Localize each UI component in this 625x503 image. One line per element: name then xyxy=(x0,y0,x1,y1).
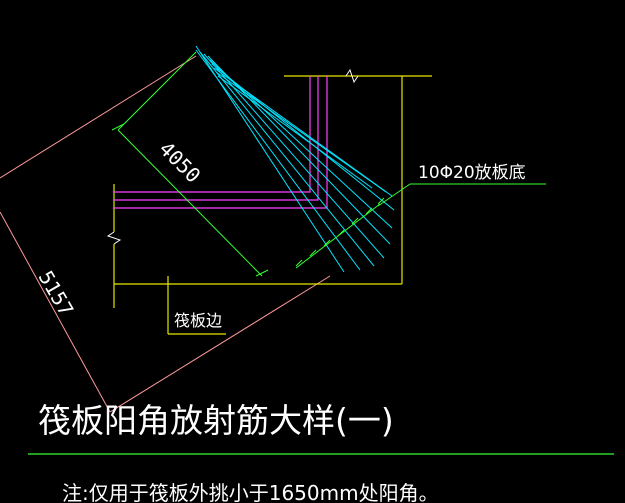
main-rebars xyxy=(114,76,328,209)
outer-boundary-lines xyxy=(0,55,331,413)
callout-leader xyxy=(377,183,546,207)
break-symbols xyxy=(106,68,359,245)
rebar-ticks xyxy=(295,197,385,269)
concrete-outline xyxy=(113,75,432,335)
drawing-note: 注:仅用于筏板外挑小于1650mm处阳角。 xyxy=(62,481,439,503)
dimension-5157-label: 5157 xyxy=(34,267,79,321)
radial-rebars xyxy=(195,45,395,273)
dimension-4050 xyxy=(111,51,269,277)
drawing-title: 筏板阳角放射筋大样(一) xyxy=(38,401,394,440)
raft-edge-label: 筏板边 xyxy=(174,311,222,330)
rebar-callout-label: 10Φ20放板底 xyxy=(418,163,526,183)
dimension-4050-label: 4050 xyxy=(154,137,205,188)
